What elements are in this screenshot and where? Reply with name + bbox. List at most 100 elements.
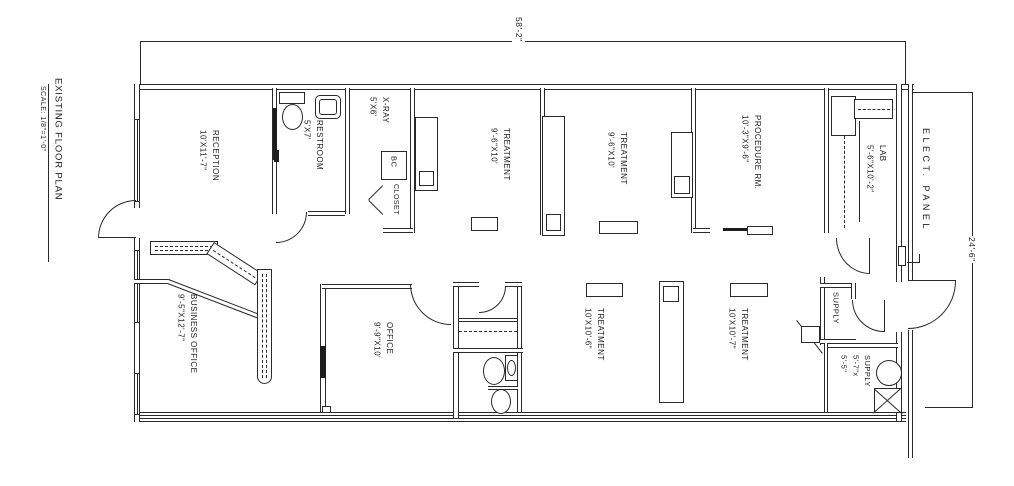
lab-door-leaf xyxy=(869,238,870,274)
wall-exterior-right-outer xyxy=(908,330,913,458)
wall-restroom-xray xyxy=(345,88,350,214)
exam-table xyxy=(542,116,565,236)
label-supply-closet: SUPPLY xyxy=(831,292,841,325)
floor-sink xyxy=(872,388,903,415)
entry-door-arc xyxy=(98,200,136,238)
side-table xyxy=(586,283,623,297)
elect-leader xyxy=(919,254,920,263)
lab-upper-cabinet-line xyxy=(844,136,845,228)
wall-supply-closet-top xyxy=(820,283,856,288)
lab-cabinet xyxy=(831,96,856,136)
wall-procedure-lab xyxy=(824,88,829,233)
hall-restroom-door-arc xyxy=(479,286,506,313)
exam-table-headrest xyxy=(419,171,434,186)
reception-counter-horizontal xyxy=(150,241,218,255)
restroom-door-arc xyxy=(276,212,307,243)
electrical-panel xyxy=(898,246,906,266)
wall-office-left-solid xyxy=(320,346,326,378)
window-business-office-1 xyxy=(134,250,140,323)
bc-box xyxy=(381,151,407,180)
sink-basin xyxy=(507,360,516,376)
lab-counter-edge xyxy=(859,121,860,222)
lab-door-arc xyxy=(836,238,870,274)
label-procedure: PROCEDURE RM.10'-3"X9'-6" xyxy=(740,115,762,190)
wall-restroom-block-top xyxy=(505,282,522,287)
exam-table-headrest xyxy=(546,214,561,231)
wall-exterior-right-outer xyxy=(908,84,913,281)
reception-counter-diagonal xyxy=(206,242,263,286)
office-door-arc xyxy=(410,284,451,325)
dim-ext-top-left xyxy=(140,41,141,84)
wall-office-top xyxy=(322,284,412,289)
wall-supply-room-left xyxy=(824,343,828,412)
closet-door-line xyxy=(368,200,384,215)
water-heater xyxy=(876,360,902,386)
wall-exterior-left xyxy=(134,323,140,373)
wall-supply-closet-jamb xyxy=(851,283,856,299)
toilet-bowl xyxy=(491,389,511,414)
wall-closet-bottom xyxy=(383,228,413,233)
wall-exterior-left xyxy=(134,84,140,119)
scale-note: SCALE: 1/8"=1'-0" xyxy=(38,86,46,152)
wall-restroom-block-top xyxy=(453,282,479,287)
sink-basin xyxy=(319,99,337,115)
exam-table-headrest xyxy=(663,286,679,302)
wall-supply-left xyxy=(820,277,825,345)
toilet-tank xyxy=(279,92,305,104)
dim-ext-right-bottom xyxy=(925,407,973,408)
side-table xyxy=(730,283,768,297)
window-business-office-2 xyxy=(134,373,140,415)
label-closet: CLOSET xyxy=(391,184,399,216)
label-bc: BC xyxy=(389,156,399,168)
side-table xyxy=(471,217,498,231)
procedure-counter-edge xyxy=(723,228,747,231)
wall-exterior-bottom-inner xyxy=(134,418,906,422)
entry-door-leaf xyxy=(98,237,136,238)
wall-exterior-right-inner xyxy=(896,84,902,282)
corner-cabinet xyxy=(801,326,820,343)
plumbing-wall xyxy=(273,108,277,160)
wall-fixture xyxy=(274,150,279,162)
shelf xyxy=(459,318,517,322)
wall-business-office-top xyxy=(134,279,170,284)
wall-counter-sink xyxy=(674,176,690,194)
label-elect-panel: ELECT. PANEL xyxy=(920,128,931,232)
toilet-bowl xyxy=(483,357,505,385)
dim-text-width: 58'-2" xyxy=(512,16,526,43)
wall-exterior-top xyxy=(136,84,914,90)
side-table xyxy=(599,221,638,234)
wall-exterior-left xyxy=(134,415,140,422)
dim-ext-right-top xyxy=(908,92,973,93)
shelf-hidden-line xyxy=(459,331,517,332)
dim-text-depth: 24'-6" xyxy=(965,236,979,263)
wall-exterior-bottom-outer xyxy=(134,412,906,416)
title-underline xyxy=(48,84,49,262)
exit-door-arc xyxy=(908,281,956,329)
elect-leader xyxy=(907,262,919,263)
wall-restroom-block-right xyxy=(517,282,522,412)
supply-door-arc xyxy=(852,300,884,332)
toilet-bowl xyxy=(282,104,303,130)
procedure-counter xyxy=(747,226,773,235)
column-bump xyxy=(322,406,331,413)
exit-door-leaf xyxy=(908,280,956,281)
wall-restroom-bottom xyxy=(308,211,345,216)
wall-restroom-block-mid xyxy=(453,348,523,353)
window-reception xyxy=(134,119,140,202)
closet-door-line xyxy=(368,185,383,201)
page-title: EXISTING FLOOR PLAN xyxy=(52,78,64,201)
wall-supply-room-top xyxy=(824,343,898,348)
wall-xray-treatment xyxy=(410,88,415,233)
supply-door-leaf xyxy=(884,300,885,332)
wall-procedure-stub xyxy=(693,228,710,233)
